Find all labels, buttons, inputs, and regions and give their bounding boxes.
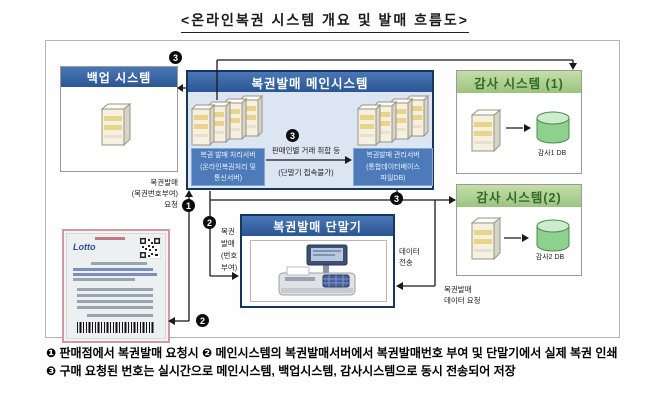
sales-server-label-line: (온라인복권처리 및 [200,163,256,171]
audit2-server-icon [471,217,501,260]
issue-request-label: 복권발매 (복권번호부여) 요청 [92,177,178,210]
management-server-label-line: (통합데이터베이스 [366,163,420,171]
issue-request-line: 복권발매 [150,178,178,187]
data-request-line: 데이터 요청 [444,296,481,305]
audit-system-1-box: 감사 시스템 (1) [456,70,582,174]
step-badge-2-terminal: 2 [203,216,216,229]
sales-server-label: 복권 발매 처리서버 (온라인복권처리 및 통신서버) [191,148,265,186]
lottery-ticket-paper: Lotto [66,233,166,339]
management-server-label-line: 복권발매 관리서버 [366,152,420,159]
step-badge-2-ticket: 2 [196,314,209,327]
terminal-block-note: (단말기 접속불가) [278,168,334,177]
main-system-header: 복권발매 메인시스템 [188,72,432,92]
audit1-db-icon [536,111,570,144]
data-send-line: 데이터 [399,247,420,256]
issue-number-label: 복권 발매 (번호 부여) [221,226,247,274]
lotto-logo: Lotto [73,242,96,252]
data-request-label: 복권발매 데이터 요청 [444,284,500,306]
sales-server-rack-icon [191,95,263,146]
data-request-line: 복권발매 [444,285,472,294]
backup-system-box: 백업 시스템 [60,66,178,172]
data-send-label: 데이터 전송 [399,246,433,268]
step-badge-3-backup: 3 [169,51,182,64]
issue-number-line: 부여) [221,263,238,272]
terminal-header: 복권발매 단말기 [242,216,393,236]
step-badge-1: 1 [182,199,195,212]
issue-number-line: 발매 [221,239,235,248]
aggregation-note: 판매인별 거래 취합 등 [271,146,341,155]
issue-number-line: (번호 [221,251,238,260]
lottery-ticket-image: Lotto [62,229,170,343]
page-title: <온라인복권 시스템 개요 및 발매 흐름도> [0,10,650,33]
ticket-barcode [77,322,155,333]
data-send-line: 전송 [399,258,413,267]
management-server-rack-icon [357,95,429,146]
step-badge-3-audit: 3 [390,192,403,205]
management-server-label-line: 파일DB) [380,175,406,182]
audit1-server-icon [471,109,501,152]
step-badge-3-main: 3 [286,129,299,142]
footnote-text: ❶ 판매점에서 복권발매 요청시 ❷ 메인시스템의 복권발매서버에서 복권발매번… [46,346,618,378]
issue-request-line: (복권번호부여) [131,189,178,198]
audit-system-2-header: 감사 시스템(2) [457,185,581,207]
audit-system-2-box: 감사 시스템(2) [456,184,582,276]
diagram-outer-frame [45,40,620,338]
issue-number-line: 복권 [221,227,235,236]
management-server-label: 복권발매 관리서버 (통합데이터베이스 파일DB) [353,148,433,186]
audit2-db-icon [536,219,570,252]
qr-code-icon [139,237,161,259]
issue-request-line: 요청 [164,200,178,209]
audit1-db-label: 감사1 DB [537,150,567,157]
page-title-text: <온라인복권 시스템 개요 및 발매 흐름도> [181,10,469,33]
pos-terminal-icon [278,244,356,296]
audit-system-1-header: 감사 시스템 (1) [457,71,581,93]
sales-server-label-line: 복권 발매 처리서버 [200,152,256,159]
backup-system-header: 백업 시스템 [61,67,177,87]
terminal-image-panel [250,240,387,302]
sales-server-label-line: 통신서버) [213,175,243,182]
backup-server-icon [101,103,131,146]
audit2-db-label: 감사2 DB [535,254,565,261]
